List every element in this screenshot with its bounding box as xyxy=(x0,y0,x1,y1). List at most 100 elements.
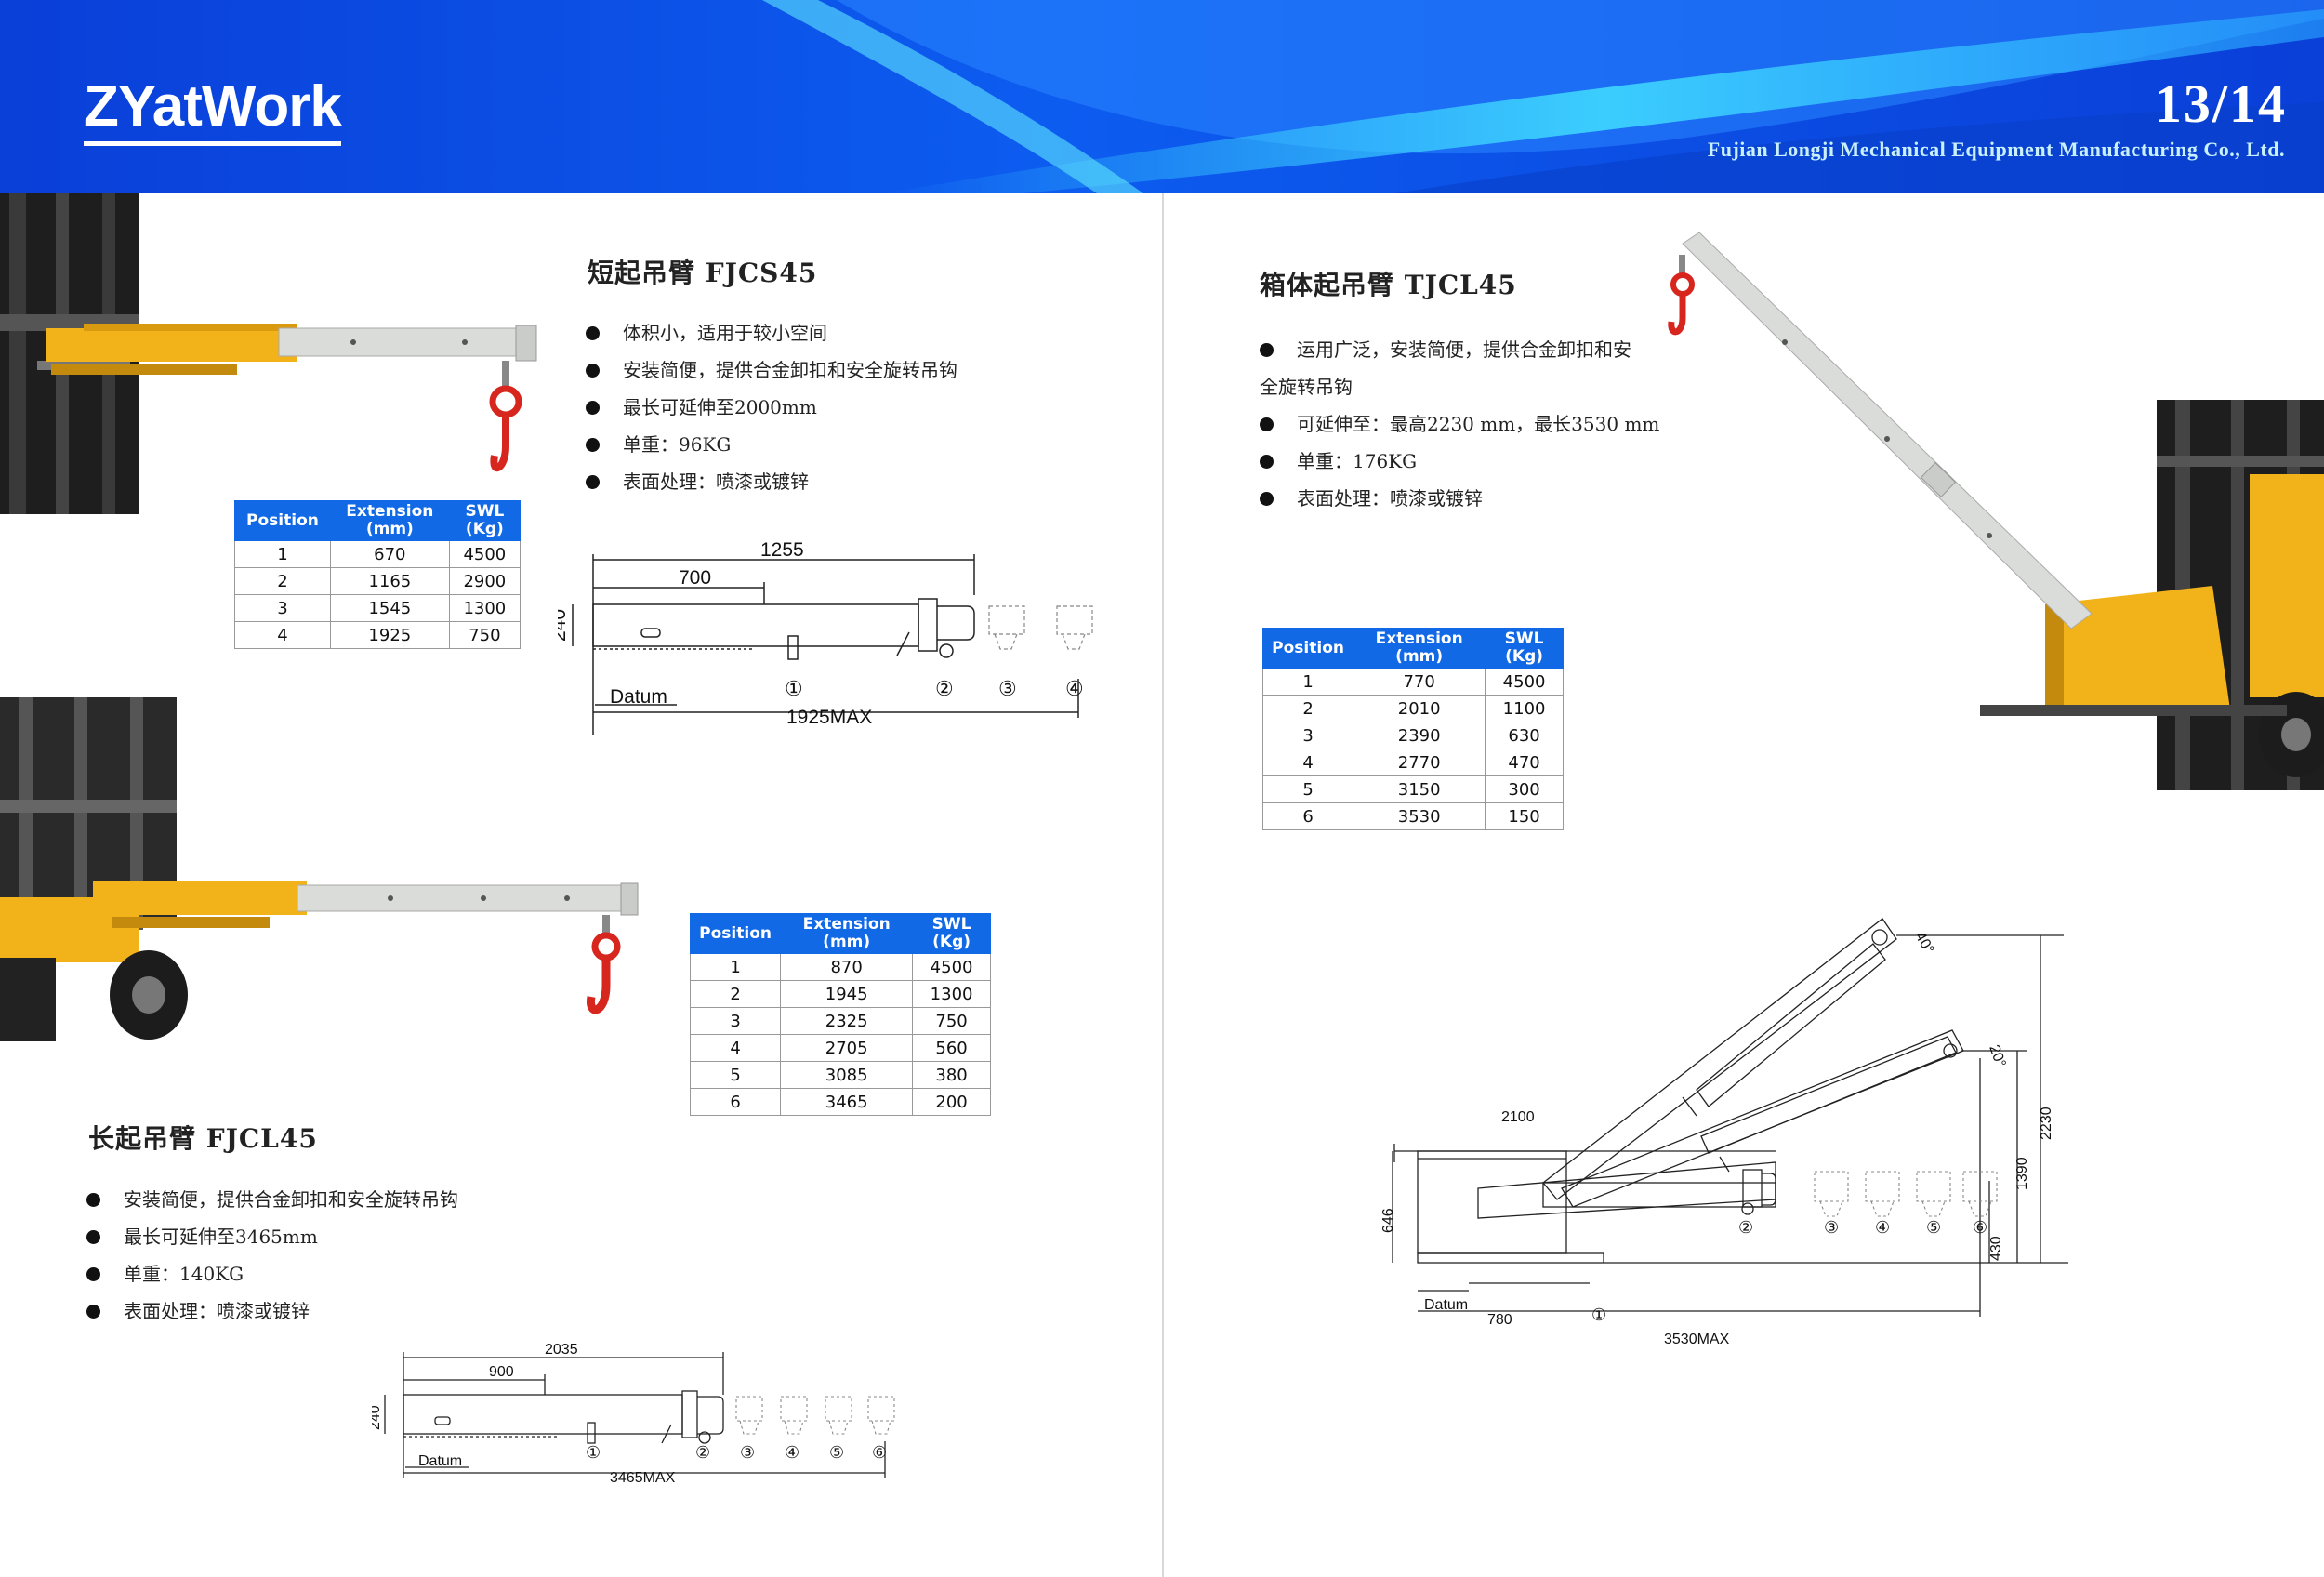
tjcl45-marker: ⑥ xyxy=(1973,1218,1987,1237)
cell-extension: 2770 xyxy=(1353,749,1486,776)
cell-extension: 870 xyxy=(780,953,914,981)
cell-position: 1 xyxy=(234,540,331,568)
fjcs45-dim-total: 1255 xyxy=(760,539,804,561)
cell-extension: 1945 xyxy=(780,980,914,1008)
cell-swl: 1300 xyxy=(912,980,991,1008)
column-header-position: Position xyxy=(1261,628,1354,669)
cell-swl: 4500 xyxy=(448,540,522,568)
tjcl45-datum-label: Datum xyxy=(1424,1297,1468,1313)
fjcs45-marker: ① xyxy=(785,677,803,700)
cell-swl: 300 xyxy=(1485,775,1564,803)
column-header-swl: SWL (Kg) xyxy=(1485,628,1564,669)
tjcl45-dim-780: 780 xyxy=(1487,1312,1512,1328)
cell-extension: 670 xyxy=(329,540,450,568)
cell-position: 2 xyxy=(1261,695,1354,722)
cell-swl: 2900 xyxy=(448,567,522,595)
tjcl45-feature: 运用广泛，安装简便，提供合金卸扣和安 xyxy=(1260,331,1659,368)
table-header-row: Position Extension (mm) SWL (Kg) xyxy=(1261,628,1564,669)
fjcl45-datum-label: Datum xyxy=(418,1453,462,1469)
tjcl45-feature: 可延伸至：最高2230 mm，最长3530 mm xyxy=(1260,405,1659,443)
fjcl45-photo xyxy=(0,697,639,1041)
fjcl45-technical-drawing: 2035 900 240 Datum 3465MAX ① ② ③ ④ ⑤ ⑥ xyxy=(372,1342,895,1486)
cell-swl: 4500 xyxy=(912,953,991,981)
tjcl45-marker: ③ xyxy=(1824,1218,1839,1237)
tjcl45-feature: 表面处理：喷漆或镀锌 xyxy=(1260,480,1659,517)
fjcs45-max-label: 1925MAX xyxy=(786,707,872,728)
company-logo: ZYatWork xyxy=(84,74,342,146)
cell-position: 4 xyxy=(689,1034,782,1062)
fjcl45-marker: ⑤ xyxy=(829,1443,844,1462)
column-header-swl: SWL (Kg) xyxy=(448,500,522,541)
cell-swl: 750 xyxy=(912,1007,991,1035)
cell-extension: 2010 xyxy=(1353,695,1486,722)
tjcl45-feature: 单重：176KG xyxy=(1260,443,1659,480)
tjcl45-marker: ① xyxy=(1591,1305,1606,1324)
column-header-extension: Extension (mm) xyxy=(780,913,914,954)
cell-extension: 2390 xyxy=(1353,722,1486,749)
tjcl45-feature-list: 运用广泛，安装简便，提供合金卸扣和安 全旋转吊钩 可延伸至：最高2230 mm，… xyxy=(1260,331,1659,517)
cell-position: 5 xyxy=(1261,775,1354,803)
cell-position: 4 xyxy=(234,621,331,649)
cell-swl: 200 xyxy=(912,1088,991,1116)
fjcl45-marker: ③ xyxy=(740,1443,755,1462)
cell-swl: 560 xyxy=(912,1034,991,1062)
tjcl45-angle-upper: 40° xyxy=(1912,930,1937,957)
fjcl45-feature-list: 安装简便，提供合金卸扣和安全旋转吊钩 最长可延伸至3465mm 单重：140KG… xyxy=(86,1181,458,1330)
cell-extension: 770 xyxy=(1353,668,1486,696)
fjcl45-feature: 单重：140KG xyxy=(86,1255,458,1292)
tjcl45-dim-2230: 2230 xyxy=(2039,1107,2054,1140)
cell-position: 5 xyxy=(689,1061,782,1089)
fjcl45-marker: ① xyxy=(586,1443,601,1462)
cell-swl: 380 xyxy=(912,1061,991,1089)
cell-extension: 1545 xyxy=(329,594,450,622)
fjcs45-feature-list: 体积小，适用于较小空间 安装简便，提供合金卸扣和安全旋转吊钩 最长可延伸至200… xyxy=(586,314,957,500)
fjcl45-dim-height: 240 xyxy=(372,1405,383,1430)
cell-extension: 3150 xyxy=(1353,775,1486,803)
tjcl45-dim-width: 2100 xyxy=(1501,1109,1535,1125)
fjcs45-feature: 最长可延伸至2000mm xyxy=(586,389,957,426)
fjcs45-feature: 表面处理：喷漆或镀锌 xyxy=(586,463,957,500)
fjcl45-dim-total: 2035 xyxy=(545,1342,578,1358)
tjcl45-dim-1390: 1390 xyxy=(2014,1157,2030,1190)
header-banner: ZYatWork 13/14 Fujian Longji Mechanical … xyxy=(0,0,2324,193)
cell-swl: 470 xyxy=(1485,749,1564,776)
tjcl45-photo xyxy=(1668,232,2324,790)
fjcs45-feature: 安装简便，提供合金卸扣和安全旋转吊钩 xyxy=(586,351,957,389)
tjcl45-angle-lower: 20° xyxy=(1986,1043,2008,1070)
header-background xyxy=(0,0,2324,193)
cell-extension: 2325 xyxy=(780,1007,914,1035)
fjcl45-max-label: 3465MAX xyxy=(610,1470,676,1486)
fjcs45-dim-partial: 700 xyxy=(679,567,711,589)
column-header-position: Position xyxy=(234,500,331,541)
fjcs45-marker: ④ xyxy=(1065,677,1084,700)
fjcl45-marker: ② xyxy=(695,1443,710,1462)
column-header-swl: SWL (Kg) xyxy=(912,913,991,954)
cell-position: 1 xyxy=(1261,668,1354,696)
cell-position: 3 xyxy=(689,1007,782,1035)
fjcs45-datum-label: Datum xyxy=(610,686,667,708)
tjcl45-dim-430: 430 xyxy=(1988,1236,2004,1261)
cell-position: 6 xyxy=(689,1088,782,1116)
tjcl45-title: 箱体起吊臂 TJCL45 xyxy=(1260,270,1517,300)
cell-extension: 2705 xyxy=(780,1034,914,1062)
cell-swl: 4500 xyxy=(1485,668,1564,696)
fjcs45-dim-height: 240 xyxy=(558,609,570,642)
cell-position: 2 xyxy=(234,567,331,595)
tjcl45-feature-continued: 全旋转吊钩 xyxy=(1260,376,1353,398)
tjcl45-max-label: 3530MAX xyxy=(1664,1332,1730,1347)
fjcs45-marker: ③ xyxy=(998,677,1017,700)
cell-extension: 3085 xyxy=(780,1061,914,1089)
cell-position: 2 xyxy=(689,980,782,1008)
column-header-extension: Extension (mm) xyxy=(1353,628,1486,669)
fjcl45-feature: 最长可延伸至3465mm xyxy=(86,1218,458,1255)
cell-swl: 1100 xyxy=(1485,695,1564,722)
